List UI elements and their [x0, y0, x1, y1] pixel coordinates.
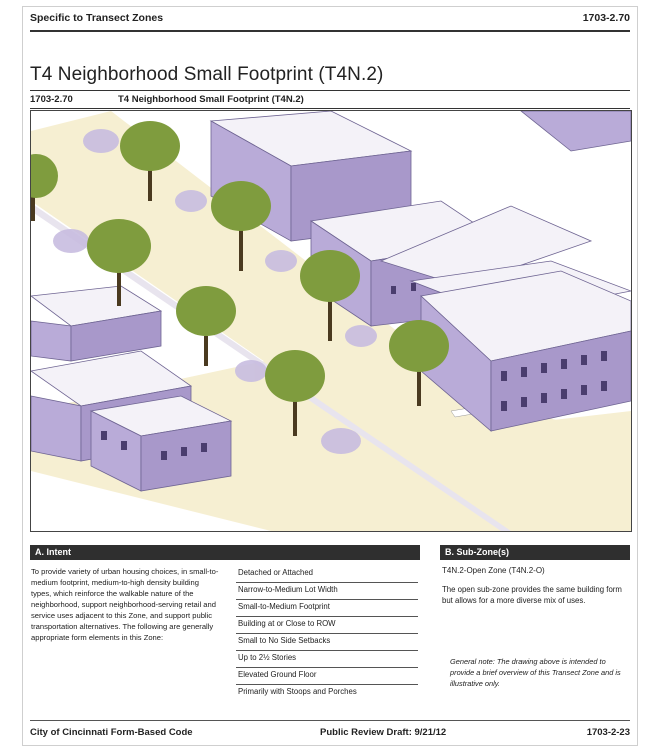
list-item: Detached or Attached [236, 566, 418, 583]
intent-paragraph: To provide variety of urban housing choi… [31, 567, 219, 642]
footer-page-number: 1703-2-23 [586, 727, 630, 738]
running-header: Specific to Transect Zones 1703-2.70 [30, 12, 630, 28]
footer-left: City of Cincinnati Form-Based Code [30, 727, 193, 738]
subzone-name: T4N.2-Open Zone (T4N.2-O) [442, 566, 545, 575]
subheader-number: 1703-2.70 [30, 94, 73, 105]
general-note: General note: The drawing above is inten… [450, 657, 621, 688]
header-code: 1703-2.70 [582, 12, 630, 24]
list-item: Small-to-Medium Footprint [236, 600, 418, 617]
street-trees [31, 121, 449, 436]
form-elements-list: Detached or Attached Narrow-to-Medium Lo… [236, 566, 418, 701]
building-group-left [31, 285, 233, 492]
axonometric-drawing [31, 111, 631, 531]
list-item: Narrow-to-Medium Lot Width [236, 583, 418, 600]
footer-rule [30, 720, 630, 721]
list-item: Primarily with Stoops and Porches [238, 687, 357, 696]
title-rule [30, 90, 630, 91]
transect-illustration [30, 110, 632, 532]
subheader-text: T4 Neighborhood Small Footprint (T4N.2) [118, 94, 304, 105]
footer-center: Public Review Draft: 9/21/12 [320, 727, 447, 738]
page-title: T4 Neighborhood Small Footprint (T4N.2) [30, 64, 384, 85]
list-item: Small to No Side Setbacks [236, 634, 418, 651]
list-item: Building at or Close to ROW [236, 617, 418, 634]
list-item: Up to 2½ Stories [236, 651, 418, 668]
header-section: Specific to Transect Zones [30, 12, 164, 24]
intent-heading-bar: A. Intent [30, 545, 420, 560]
subzone-description: The open sub-zone provides the same buil… [442, 585, 622, 605]
subzone-heading-bar: B. Sub-Zone(s) [440, 545, 630, 560]
header-rule [30, 30, 630, 32]
list-item: Elevated Ground Floor [236, 668, 418, 685]
subheader-rule [30, 108, 630, 109]
